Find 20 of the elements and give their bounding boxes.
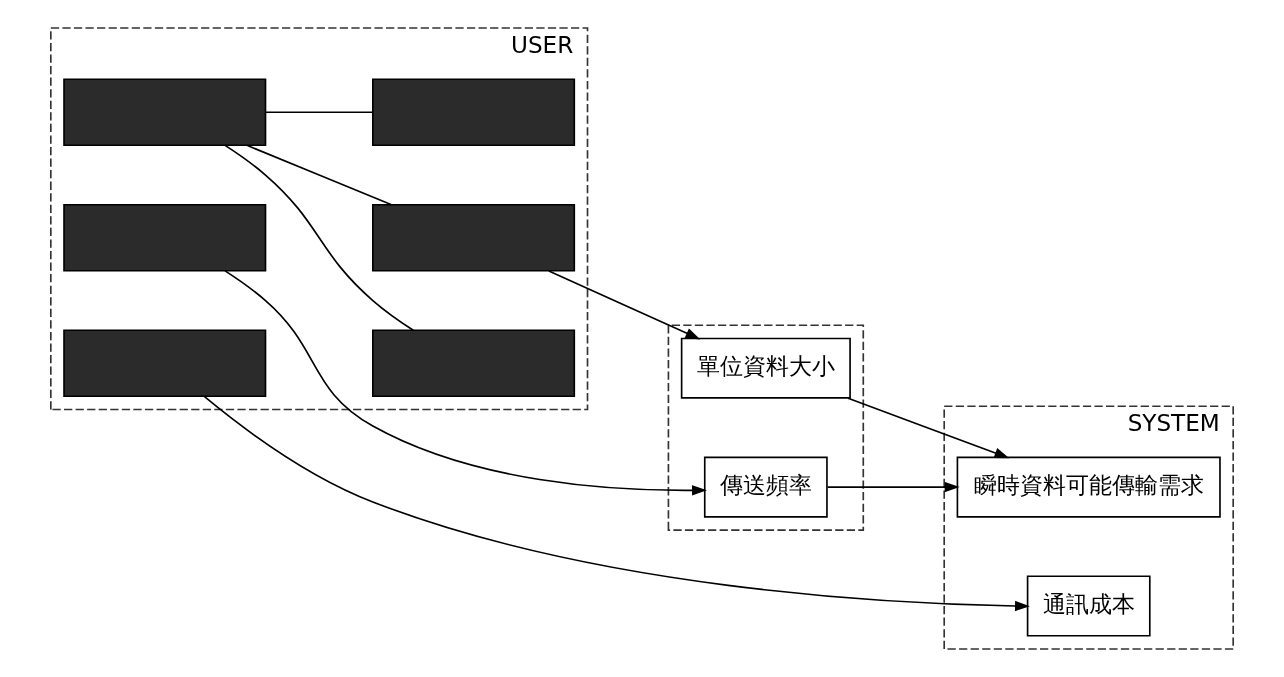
arrow <box>826 481 960 493</box>
arrow <box>847 397 1010 459</box>
node-box: 通訊成本 <box>1026 575 1151 637</box>
cluster <box>667 324 865 531</box>
arrow <box>203 395 1030 612</box>
connector <box>246 144 392 206</box>
arrow <box>548 270 701 340</box>
cluster: USER <box>50 27 589 411</box>
node-box <box>63 78 267 147</box>
node-box <box>372 203 576 272</box>
node-box: 傳送頻率 <box>703 456 828 518</box>
connector <box>264 111 374 114</box>
arrow <box>224 270 707 496</box>
node-box: 單位資料大小 <box>680 337 851 399</box>
node-box: 瞬時資料可能傳輸需求 <box>956 456 1221 518</box>
node-box <box>372 78 576 147</box>
node-box <box>63 329 267 398</box>
node-box <box>372 329 576 398</box>
connector <box>224 144 415 331</box>
node-box <box>63 203 267 272</box>
